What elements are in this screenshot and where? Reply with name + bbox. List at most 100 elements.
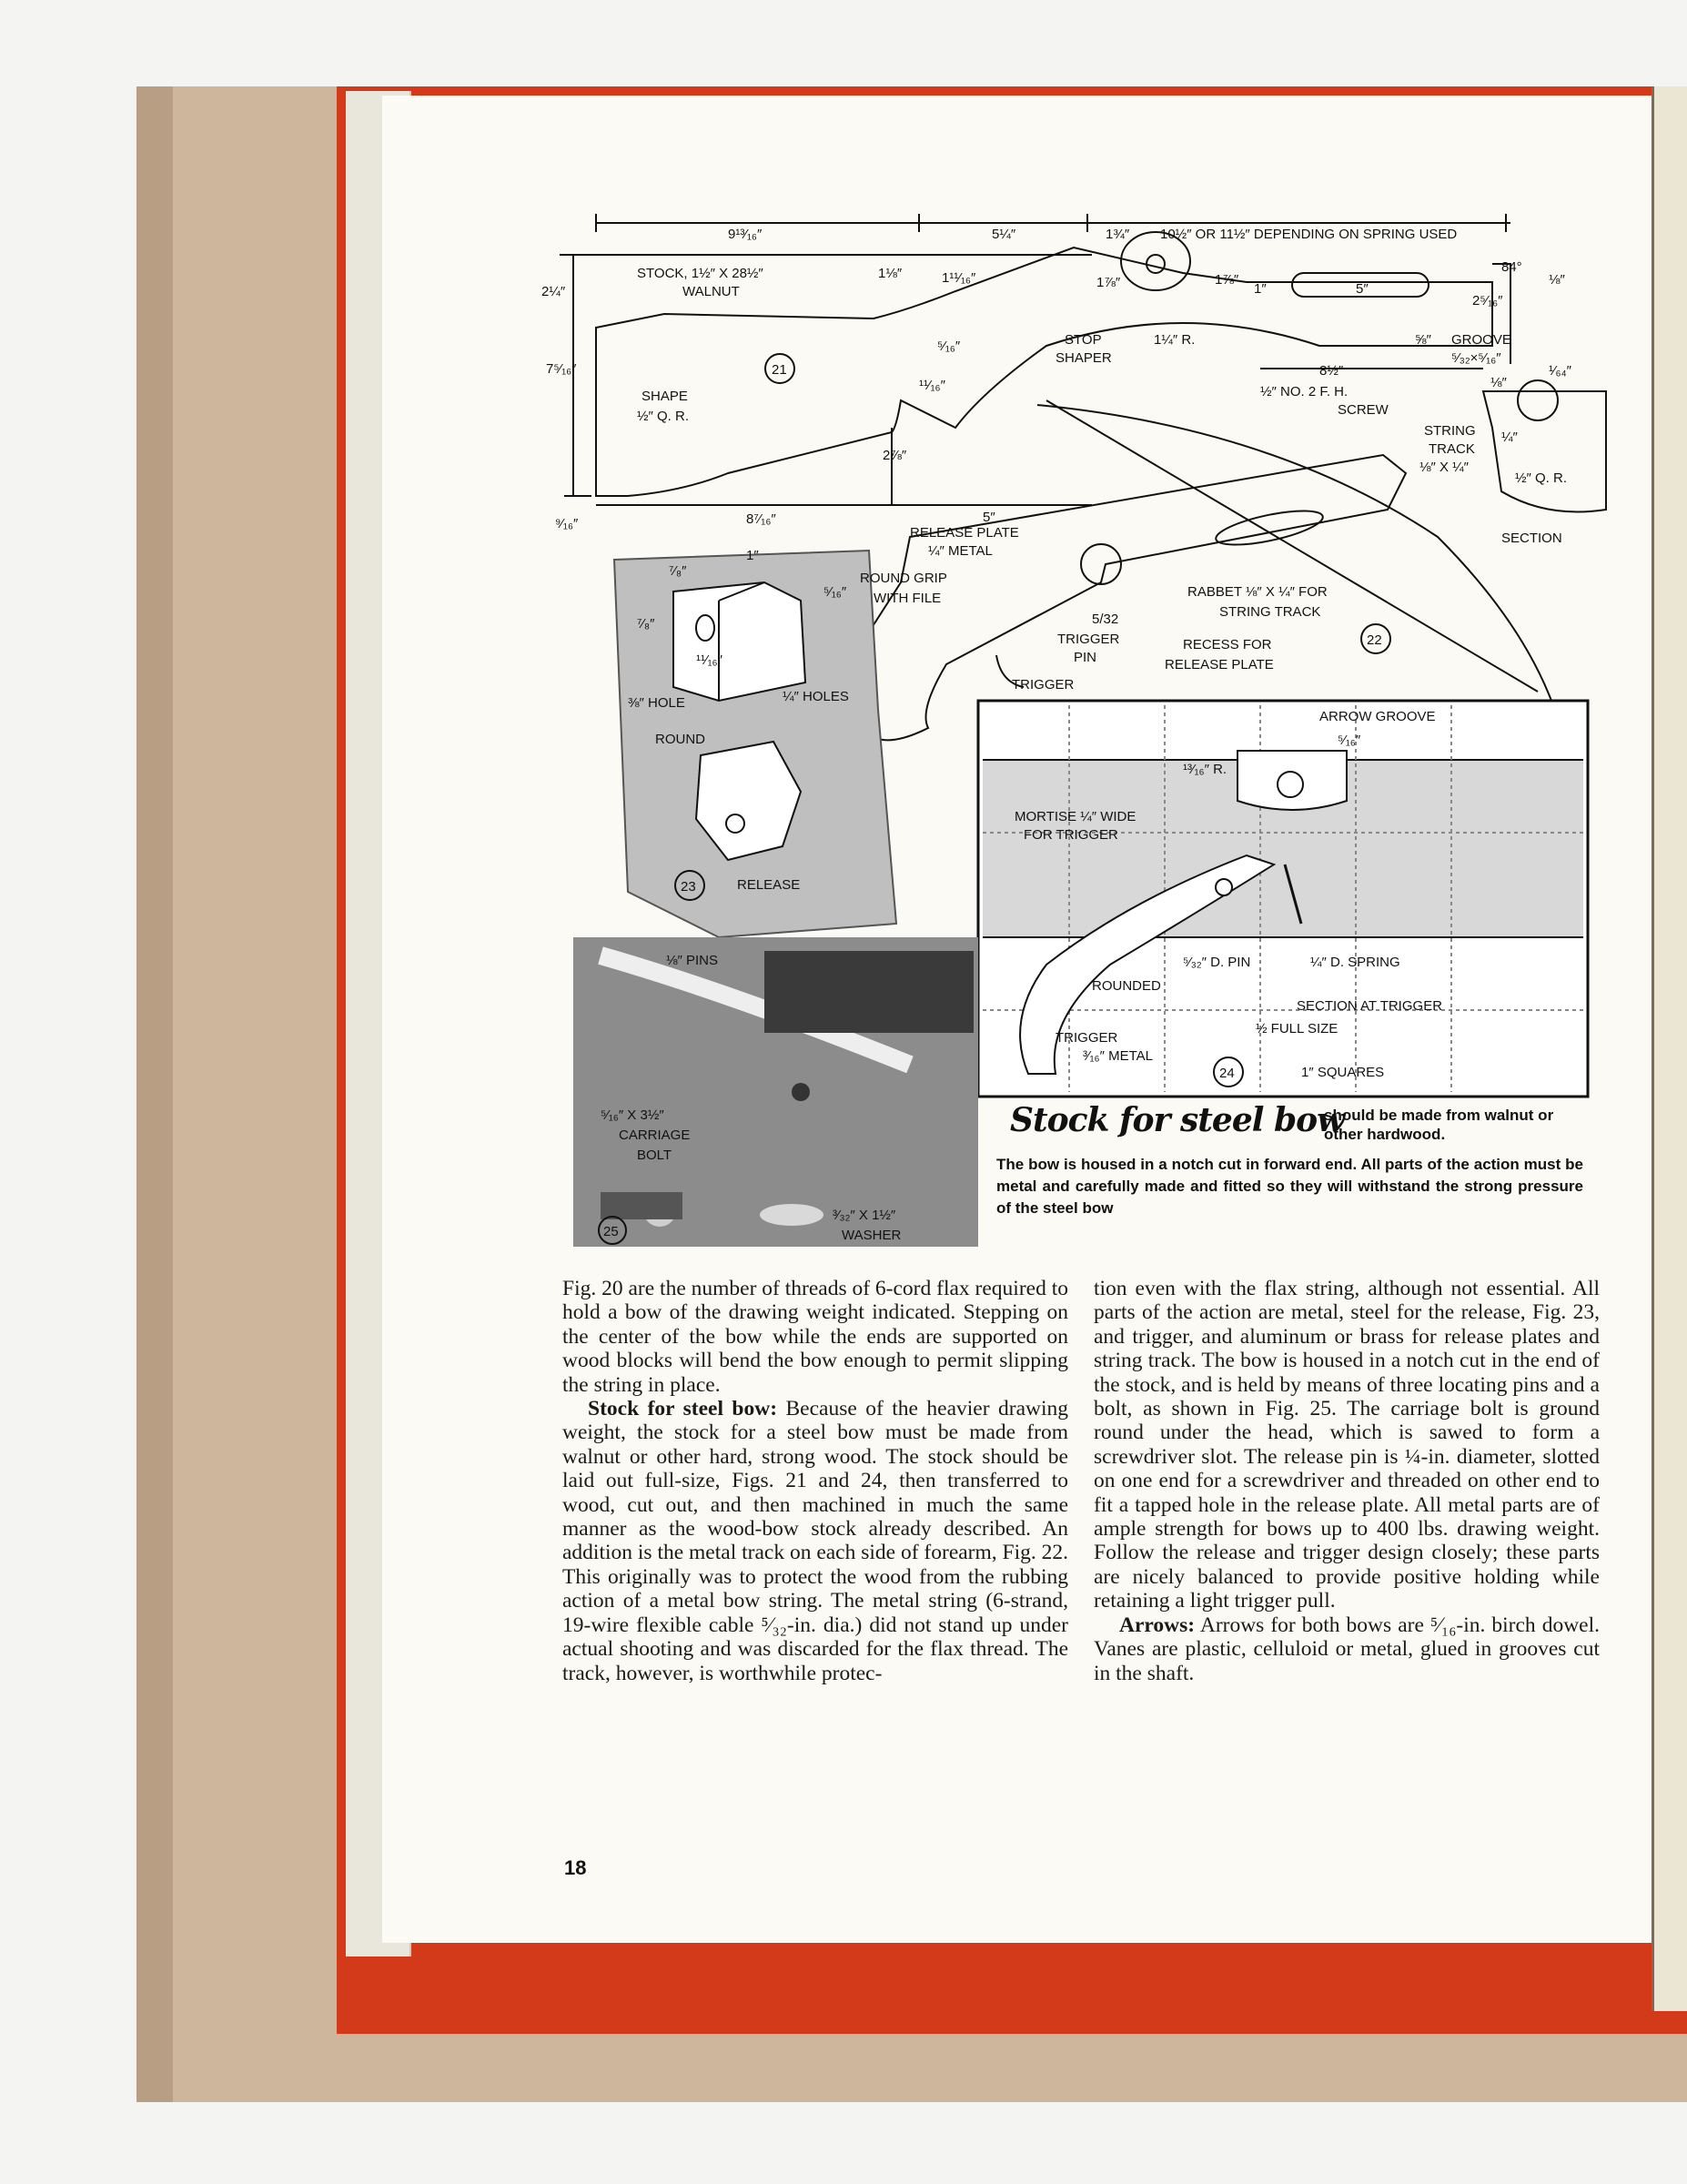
- fig25-photo: [573, 937, 978, 1247]
- fig22-trigger: TRIGGER: [1012, 677, 1075, 693]
- fig24-rounded: ROUNDED: [1092, 978, 1161, 994]
- fig21-qr: ½″ Q. R.: [1515, 470, 1567, 486]
- fig21-dim-5-8: ⅝″: [1415, 332, 1432, 348]
- fig21-dim-8-7-16: 8⁷⁄₁₆″: [746, 511, 776, 527]
- fig21-dim-9-16: ⁹⁄₁₆″: [555, 516, 579, 531]
- fig21-dim-1: 1″: [1254, 281, 1267, 297]
- fig23-d-5-16: ⁵⁄₁₆″: [823, 584, 847, 600]
- fig21-dim-1-8b: ⅛″: [1549, 272, 1566, 288]
- fig23-drawing: [612, 549, 898, 939]
- fig25-bolt3: BOLT: [637, 1148, 672, 1163]
- caption-lead: should be made from walnut or other hard…: [1324, 1107, 1554, 1143]
- fig21-dim-5-16: ⁵⁄₁₆″: [937, 339, 961, 354]
- fig23-d-1: 1″: [746, 548, 759, 563]
- fig21-dim-top-left: 9¹³⁄₁₆″: [728, 227, 763, 242]
- fig21-string-track3: ⅛″ X ¼″: [1419, 460, 1470, 475]
- fig23-round: ROUND: [655, 732, 705, 747]
- fig24-mortise2: FOR TRIGGER: [1024, 827, 1118, 843]
- fig21-dim-height-left: 2¼″: [541, 284, 566, 299]
- fig21-dim-2-7-8: 2⅞″: [883, 448, 907, 463]
- fig25-bolt: ⁵⁄₁₆″ X 3½″: [601, 1107, 664, 1123]
- fig23-release: RELEASE: [737, 877, 800, 893]
- fig22-number: 22: [1367, 632, 1382, 648]
- caption-body: The bow is housed in a notch cut in forw…: [996, 1156, 1583, 1217]
- fig21-string-track2: TRACK: [1429, 441, 1475, 457]
- fig21-stop-label: STOP: [1065, 332, 1102, 348]
- fig24-radius: ¹³⁄₁₆″ R.: [1183, 762, 1227, 777]
- fig22-trigger-pin2: PIN: [1074, 650, 1096, 665]
- fig24-number-circle: [1213, 1057, 1244, 1087]
- fig24-number: 24: [1219, 1066, 1235, 1081]
- fig21-drawing: [560, 214, 1607, 513]
- fig22-round-grip: ROUND GRIP: [860, 571, 947, 586]
- fig21-walnut-label: WALNUT: [682, 284, 740, 299]
- article-right-paragraph-2: Arrows: Arrows for both bows are ⁵⁄₁₆-in…: [1094, 1613, 1600, 1685]
- fig21-dim-8-1-2: 8½″: [1319, 363, 1344, 379]
- fig21-dim-11-16: 1¹¹⁄₁₆″: [942, 270, 976, 286]
- fig21-dim-top-long: 10½″ OR 11½″ DEPENDING ON SPRING USED: [1160, 227, 1457, 242]
- article-right-paragraph-2-text: Arrows for both bows are ⁵⁄₁₆-in. birch …: [1094, 1613, 1600, 1685]
- fig25-washer2: WASHER: [842, 1228, 901, 1243]
- fig22-rabbet2: STRING TRACK: [1219, 604, 1320, 620]
- article-column-right: tion even with the flax string, although…: [1094, 1277, 1600, 1685]
- fig25-number: 25: [603, 1224, 619, 1239]
- fig24-arrow-groove-size: ⁵⁄₁₆″: [1338, 733, 1361, 748]
- fig24-drawing: [976, 699, 1590, 1098]
- fig21-dim-5: 5″: [983, 510, 995, 525]
- fig23-number-circle: [674, 870, 705, 901]
- fig21-dim-1-8c: ⅛″: [1490, 375, 1508, 390]
- fig22-release-plate: RELEASE PLATE: [910, 525, 1019, 541]
- fig24-size: ½ FULL SIZE: [1256, 1021, 1338, 1036]
- fig21-dim-1-7-8b: 1⅞″: [1215, 272, 1239, 288]
- fig24-pin: ⁵⁄₃₂″ D. PIN: [1183, 955, 1250, 970]
- fig23-number: 23: [681, 879, 696, 895]
- fig23-hole: ⅜″ HOLE: [628, 695, 685, 711]
- fig24-spring: ¼″ D. SPRING: [1310, 955, 1400, 970]
- caption-title: Stock for steel bow: [1010, 1101, 1345, 1139]
- fig21-dim-11-16b: ¹¹⁄₁₆″: [919, 378, 946, 393]
- fig22-trigger-pin-size: 5/32: [1092, 612, 1118, 627]
- fig21-string-track: STRING: [1424, 423, 1476, 439]
- fig21-section: SECTION: [1501, 531, 1562, 546]
- bag-shadow: [136, 86, 173, 2102]
- fig21-dim-side: 7⁵⁄₁₆″: [546, 361, 577, 377]
- article-left-paragraph-2-text: Because of the heavier drawing weight, t…: [562, 1397, 1069, 1685]
- fig21-number-circle: [764, 353, 795, 384]
- article-left-paragraph-2: Stock for steel bow: Because of the heav…: [562, 1397, 1068, 1685]
- fig21-shape-label: SHAPE: [641, 389, 688, 404]
- fig21-dim-2-5-16: 2⁵⁄₁₆″: [1472, 293, 1503, 308]
- fig22-release-plate2: ¼″ METAL: [928, 543, 993, 559]
- fig25-pins: ⅛″ PINS: [666, 953, 718, 968]
- fig23-d-7-8a: ⁷⁄₈″: [669, 563, 687, 579]
- fig21-dim-1-7-8: 1⅞″: [1096, 275, 1121, 290]
- fig22-trigger-pin: TRIGGER: [1057, 632, 1120, 647]
- fig21-dim-top-right: 1¾″: [1106, 227, 1130, 242]
- fig24-trigger: TRIGGER: [1056, 1030, 1118, 1046]
- fig22-rabbet: RABBET ⅛″ X ¼″ FOR: [1187, 584, 1328, 600]
- fig23-holes: ¼″ HOLES: [783, 689, 849, 704]
- fig22-recess: RECESS FOR: [1183, 637, 1272, 652]
- page-number: 18: [564, 1856, 587, 1879]
- fig25-bolt2: CARRIAGE: [619, 1127, 690, 1143]
- fig21-shaper-label: SHAPER: [1056, 350, 1112, 366]
- fig22-number-circle: [1360, 623, 1391, 654]
- fig23-d-7-8b: ⁷⁄₈″: [637, 616, 655, 632]
- article-left-heading: Stock for steel bow:: [588, 1397, 778, 1421]
- fig24-trigger2: ³⁄₁₆″ METAL: [1083, 1048, 1153, 1064]
- fig25-number-circle: [598, 1216, 627, 1245]
- fig22-round-grip2: WITH FILE: [874, 591, 941, 606]
- fig24-arrow-groove: ARROW GROOVE: [1319, 709, 1436, 724]
- fig23-d-11-16: ¹¹⁄₁₆″: [696, 652, 723, 668]
- article-right-paragraph-1: tion even with the flax string, although…: [1094, 1277, 1600, 1613]
- fig21-shape-qr: ½″ Q. R.: [637, 409, 689, 424]
- fig25-washer: ³⁄₃₂″ X 1½″: [833, 1208, 896, 1223]
- fig24-mortise: MORTISE ¼″ WIDE: [1015, 809, 1136, 824]
- fig21-dim-1-64: ¹⁄₆₄″: [1549, 363, 1572, 379]
- fig21-groove-size: ⁵⁄₃₂×⁵⁄₁₆″: [1451, 350, 1501, 366]
- fig24-squares: 1″ SQUARES: [1301, 1065, 1384, 1080]
- facing-page-edge: [1652, 86, 1687, 2011]
- fig21-dim-84: 84°: [1501, 259, 1522, 275]
- fig22-recess2: RELEASE PLATE: [1165, 657, 1274, 672]
- fig21-dim-1-4r: 1¼″ R.: [1154, 332, 1195, 348]
